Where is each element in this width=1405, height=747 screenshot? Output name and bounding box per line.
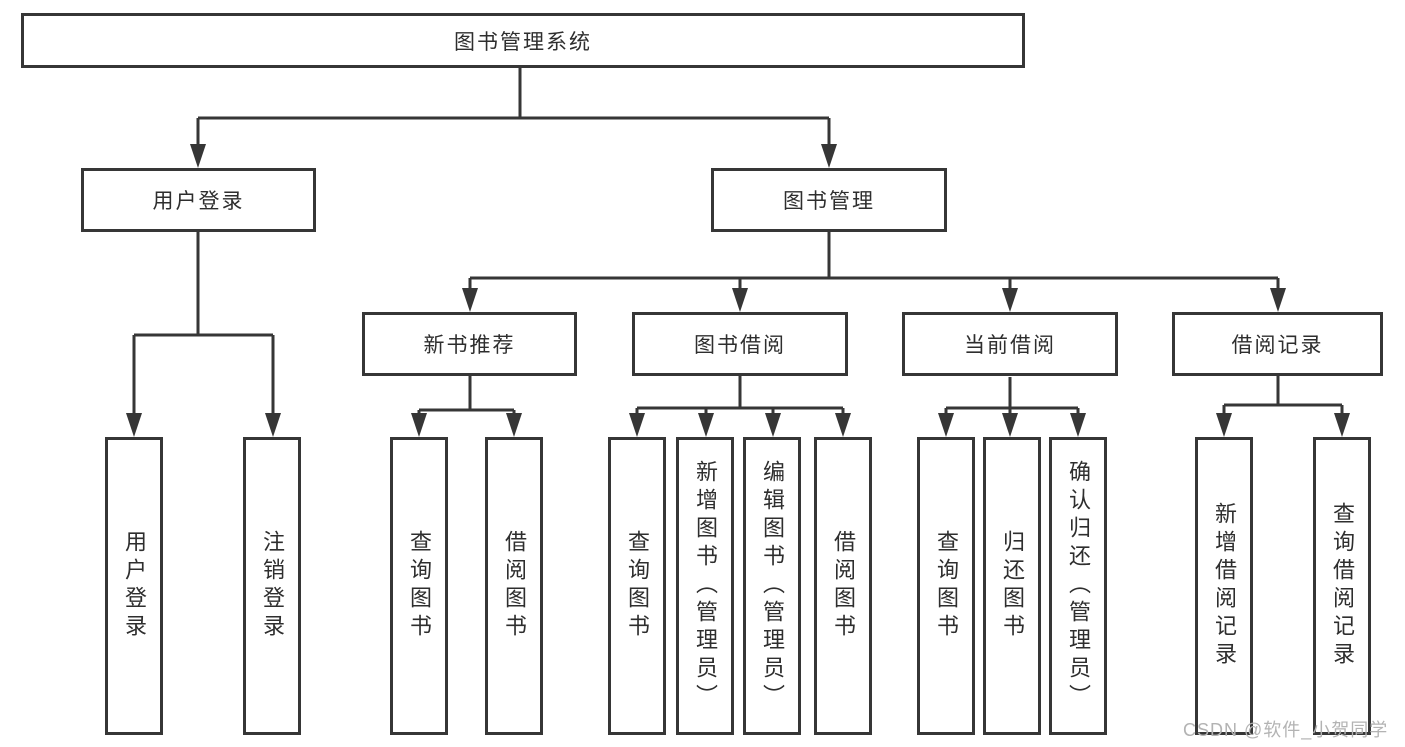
leaf-confirm-return-admin: 确认归还（管理员） (1049, 437, 1107, 735)
node-label: 查询图书 (934, 530, 959, 642)
leaf-edit-books-admin: 编辑图书（管理员） (743, 437, 801, 735)
leaf-query-books: 查询图书 (917, 437, 975, 735)
leaf-logout: 注销登录 (243, 437, 301, 735)
leaf-query-borrow-record: 查询借阅记录 (1313, 437, 1371, 735)
node-label: 查询图书 (625, 530, 650, 642)
node-label: 图书管理 (783, 190, 875, 213)
node-label: 借阅记录 (1231, 334, 1324, 357)
leaf-add-borrow-record: 新增借阅记录 (1195, 437, 1253, 735)
node-book-management: 图书管理 (711, 168, 947, 232)
node-label: 确认归还（管理员） (1066, 460, 1091, 712)
node-label: 查询图书 (407, 530, 432, 642)
node-user-login: 用户登录 (81, 168, 316, 232)
leaf-borrow-books: 借阅图书 (485, 437, 543, 735)
node-label: 查询借阅记录 (1330, 502, 1355, 670)
node-label: 用户登录 (152, 190, 245, 213)
node-current-borrow: 当前借阅 (902, 312, 1118, 376)
node-label: 新书推荐 (423, 334, 516, 357)
node-new-book-recommend: 新书推荐 (362, 312, 577, 376)
leaf-return-books: 归还图书 (983, 437, 1041, 735)
node-book-borrow: 图书借阅 (632, 312, 848, 376)
node-label: 借阅图书 (831, 530, 856, 642)
node-label: 新增借阅记录 (1212, 502, 1237, 670)
node-label: 归还图书 (1000, 530, 1025, 642)
node-label: 编辑图书（管理员） (760, 460, 785, 712)
node-label: 图书管理系统 (454, 30, 592, 54)
leaf-user-login: 用户登录 (105, 437, 163, 735)
node-label: 图书借阅 (694, 334, 786, 357)
node-label: 新增图书（管理员） (693, 460, 718, 712)
node-label: 注销登录 (260, 530, 285, 642)
node-label: 借阅图书 (502, 530, 527, 642)
leaf-query-books: 查询图书 (608, 437, 666, 735)
node-label: 用户登录 (122, 530, 147, 642)
leaf-add-books-admin: 新增图书（管理员） (676, 437, 734, 735)
leaf-borrow-books: 借阅图书 (814, 437, 872, 735)
node-system-root: 图书管理系统 (21, 13, 1025, 68)
csdn-watermark: CSDN @软件_小贺同学 (1183, 720, 1389, 740)
node-borrow-record: 借阅记录 (1172, 312, 1383, 376)
leaf-query-books: 查询图书 (390, 437, 448, 735)
node-label: 当前借阅 (964, 334, 1056, 357)
